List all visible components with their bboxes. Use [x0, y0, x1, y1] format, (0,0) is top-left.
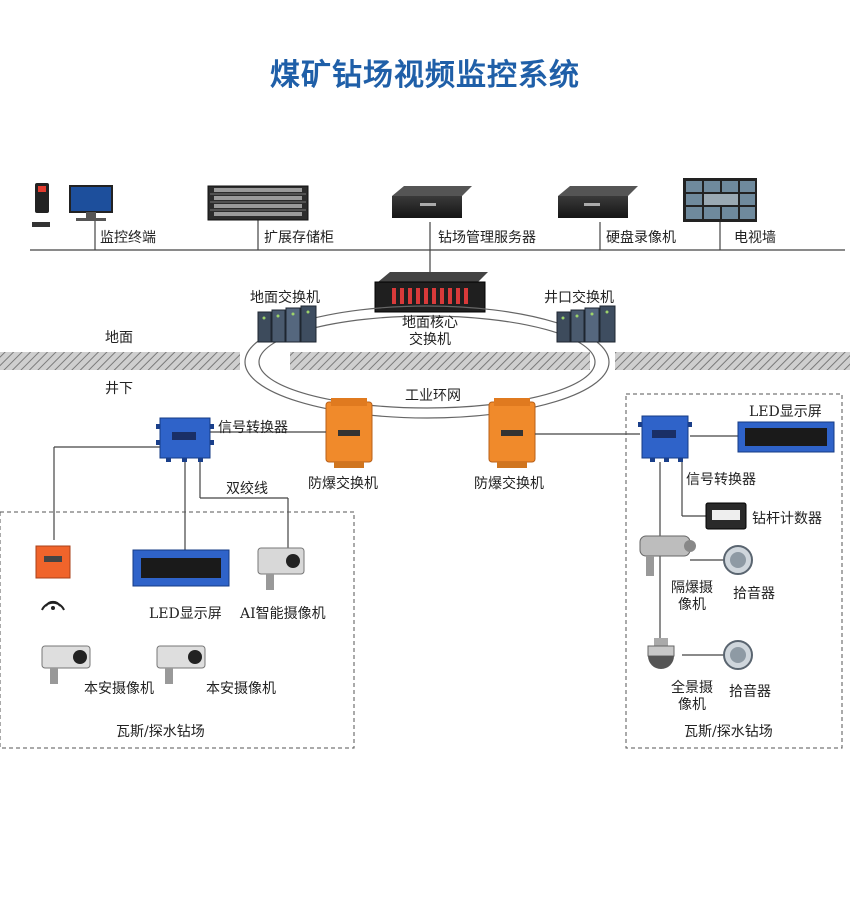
label-server: 钻场管理服务器	[438, 230, 536, 246]
microphone-2-icon	[723, 640, 753, 670]
label-storage-cabinet: 扩展存储柜	[264, 230, 334, 246]
label-microphone-1: 拾音器	[733, 586, 775, 602]
label-explosion-switch-right: 防爆交换机	[474, 476, 544, 492]
left-site-area	[0, 511, 355, 749]
label-safe-camera-2: 本安摄像机	[206, 681, 276, 697]
label-below-ground: 井下	[105, 381, 133, 397]
safe-camera-2-icon	[156, 645, 206, 684]
tv-wall-icon	[683, 178, 757, 222]
signal-converter-right-icon	[638, 415, 692, 462]
ring-network-outer	[244, 305, 610, 419]
explosion-switch-left-icon	[325, 398, 373, 468]
drill-counter-icon	[705, 502, 747, 530]
safe-camera-1-icon	[41, 645, 91, 684]
monitoring-terminal-icon	[32, 183, 113, 227]
led-screen-left-icon	[132, 549, 230, 587]
surface-switch-icon	[257, 305, 317, 343]
shaft-switch-icon	[556, 305, 616, 343]
ground-band-left	[0, 352, 240, 370]
label-tv-wall: 电视墙	[734, 230, 776, 246]
label-drill-counter: 钻杆计数器	[752, 511, 822, 527]
ground-band-right	[615, 352, 850, 370]
diagram-title: 煤矿钻场视频监控系统	[270, 58, 580, 93]
wireless-device-icon	[35, 545, 71, 611]
label-ai-camera: AI智能摄像机	[240, 606, 326, 622]
nvr-icon	[558, 186, 638, 218]
storage-cabinet-icon	[207, 185, 309, 221]
label-safe-camera-1: 本安摄像机	[84, 681, 154, 697]
label-converter-right: 信号转换器	[686, 472, 756, 488]
label-nvr: 硬盘录像机	[606, 230, 676, 246]
right-site-area	[625, 393, 843, 749]
panorama-camera-icon	[647, 638, 675, 669]
explosion-camera-icon	[639, 535, 696, 576]
label-shaft-switch: 井口交换机	[544, 290, 614, 306]
explosion-switch-right-icon	[488, 398, 536, 468]
signal-converter-left-icon	[156, 417, 214, 462]
label-panorama-camera: 全景摄像机	[671, 680, 713, 713]
server-icon	[392, 186, 472, 218]
label-twisted-pair: 双绞线	[226, 481, 268, 497]
label-right-site: 瓦斯/探水钻场	[684, 724, 773, 740]
label-ring-network: 工业环网	[405, 388, 461, 404]
label-microphone-2: 拾音器	[729, 684, 771, 700]
label-led-left: LED显示屏	[149, 606, 222, 622]
ai-camera-icon	[257, 547, 305, 590]
led-screen-right-icon	[737, 421, 835, 453]
ground-band-middle	[290, 352, 590, 370]
label-surface-switch: 地面交换机	[250, 290, 320, 306]
label-led-right: LED显示屏	[749, 404, 822, 420]
label-above-ground: 地面	[105, 330, 133, 346]
label-left-site: 瓦斯/探水钻场	[116, 724, 205, 740]
label-explosion-switch-left: 防爆交换机	[308, 476, 378, 492]
ring-network-inner	[258, 315, 596, 409]
label-explosion-camera: 隔爆摄像机	[671, 580, 713, 613]
label-monitoring-terminal: 监控终端	[100, 230, 156, 246]
label-core-switch: 地面核心交换机	[402, 315, 458, 348]
label-converter-left: 信号转换器	[218, 420, 288, 436]
microphone-1-icon	[723, 545, 753, 575]
